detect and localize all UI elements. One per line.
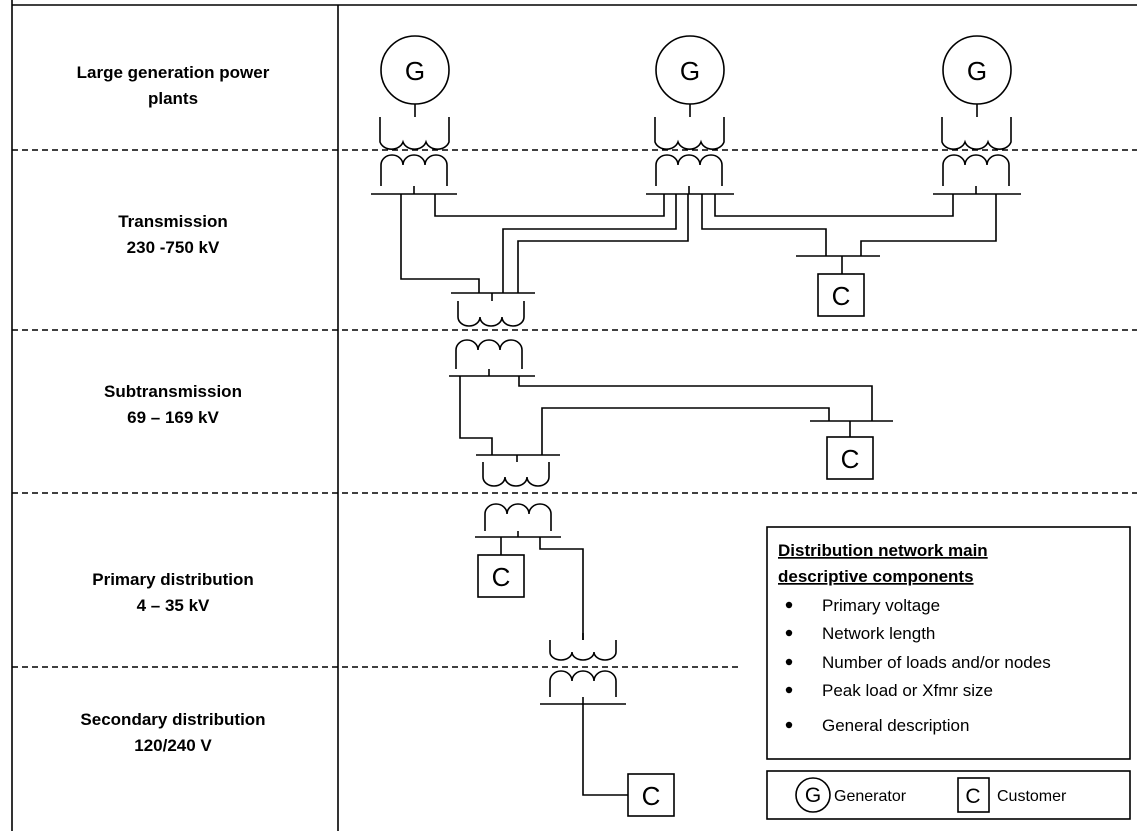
transformer-coil (482, 462, 550, 487)
bullet (785, 721, 793, 729)
legend-customer-icon (957, 777, 990, 813)
tier-label-secondary-line2: 120/240 V (134, 736, 212, 755)
tier-label-primary-line2: 4 – 35 kV (137, 596, 210, 615)
frame (11, 0, 1137, 831)
bullet (785, 629, 793, 637)
legend-generator-symbol: G (805, 784, 821, 807)
customer-box (826, 436, 874, 480)
transmission-line (860, 194, 997, 256)
info-box-title-line1: Distribution network main (778, 541, 988, 560)
subtransmission-line (541, 407, 830, 455)
tier-label-transmission-line1: Transmission (118, 212, 228, 231)
transmission-line (400, 194, 480, 293)
generators: G G G (379, 35, 1012, 150)
info-box-frame (766, 526, 1131, 760)
transmission-line (701, 194, 827, 256)
transmission-line (714, 194, 954, 217)
tier-labels: Large generation power plants Transmissi… (77, 63, 270, 755)
transformer-coil (457, 301, 525, 327)
transformer-coil (484, 503, 552, 531)
info-item: General description (822, 716, 969, 735)
customer-box (627, 773, 675, 817)
subtransmission-network: C (449, 339, 893, 487)
info-item: Peak load or Xfmr size (822, 681, 993, 700)
transformer-coil (455, 339, 523, 369)
info-box-list: Primary voltage Network length Number of… (785, 596, 1051, 735)
customer-box (477, 554, 525, 598)
info-box: Distribution network main descriptive co… (766, 526, 1131, 760)
info-box-title-line2: descriptive components (778, 567, 974, 586)
tier-label-generation-line1: Large generation power (77, 63, 270, 82)
legend-generator-icon (795, 777, 831, 813)
distribution-feeder (539, 537, 584, 640)
info-item: Network length (822, 624, 935, 643)
transmission-line (517, 194, 689, 293)
transformer-coil (549, 670, 617, 697)
tier-label-primary-line1: Primary distribution (92, 570, 254, 589)
service-drop (582, 704, 628, 796)
bullet (785, 601, 793, 609)
transformer-coil (655, 154, 723, 186)
primary-distribution-network: C (475, 503, 617, 661)
legend-generator-label: Generator (834, 788, 907, 805)
generator-symbol: G (967, 56, 987, 86)
tier-label-secondary-line1: Secondary distribution (80, 710, 265, 729)
customer-symbol: C (642, 781, 661, 811)
generator-symbol: G (680, 56, 700, 86)
generator-1: G (379, 35, 450, 150)
customer-symbol: C (492, 562, 511, 592)
transformer-coil (941, 117, 1012, 150)
info-item: Primary voltage (822, 596, 940, 615)
legend: G Generator C Customer (766, 770, 1131, 820)
transmission-network: C (371, 154, 1021, 327)
tier-separators (12, 149, 1137, 668)
bullet (785, 658, 793, 666)
transformer-coil (380, 154, 448, 186)
customer-symbol: C (841, 444, 860, 474)
secondary-distribution-network: C (540, 670, 675, 817)
legend-customer-label: Customer (997, 788, 1067, 805)
customer-box (817, 273, 865, 317)
bullet (785, 686, 793, 694)
legend-customer-symbol: C (965, 785, 980, 808)
info-item: Number of loads and/or nodes (822, 653, 1051, 672)
tier-label-generation-line2: plants (148, 89, 198, 108)
tier-label-subtransmission-line2: 69 – 169 kV (127, 408, 219, 427)
transformer-coil (379, 117, 450, 150)
transmission-line (502, 194, 677, 293)
generator-2: G (654, 35, 725, 150)
transformer-coil (654, 117, 725, 150)
generator-3: G (941, 35, 1012, 150)
transformer-coil (942, 154, 1010, 186)
transmission-line (434, 194, 665, 217)
transformer-coil (549, 640, 617, 661)
subtransmission-line (459, 376, 493, 455)
tier-label-transmission-line2: 230 -750 kV (127, 238, 220, 257)
tier-label-subtransmission-line1: Subtransmission (104, 382, 242, 401)
subtransmission-line (518, 376, 873, 421)
generator-symbol: G (405, 56, 425, 86)
customer-symbol: C (832, 281, 851, 311)
